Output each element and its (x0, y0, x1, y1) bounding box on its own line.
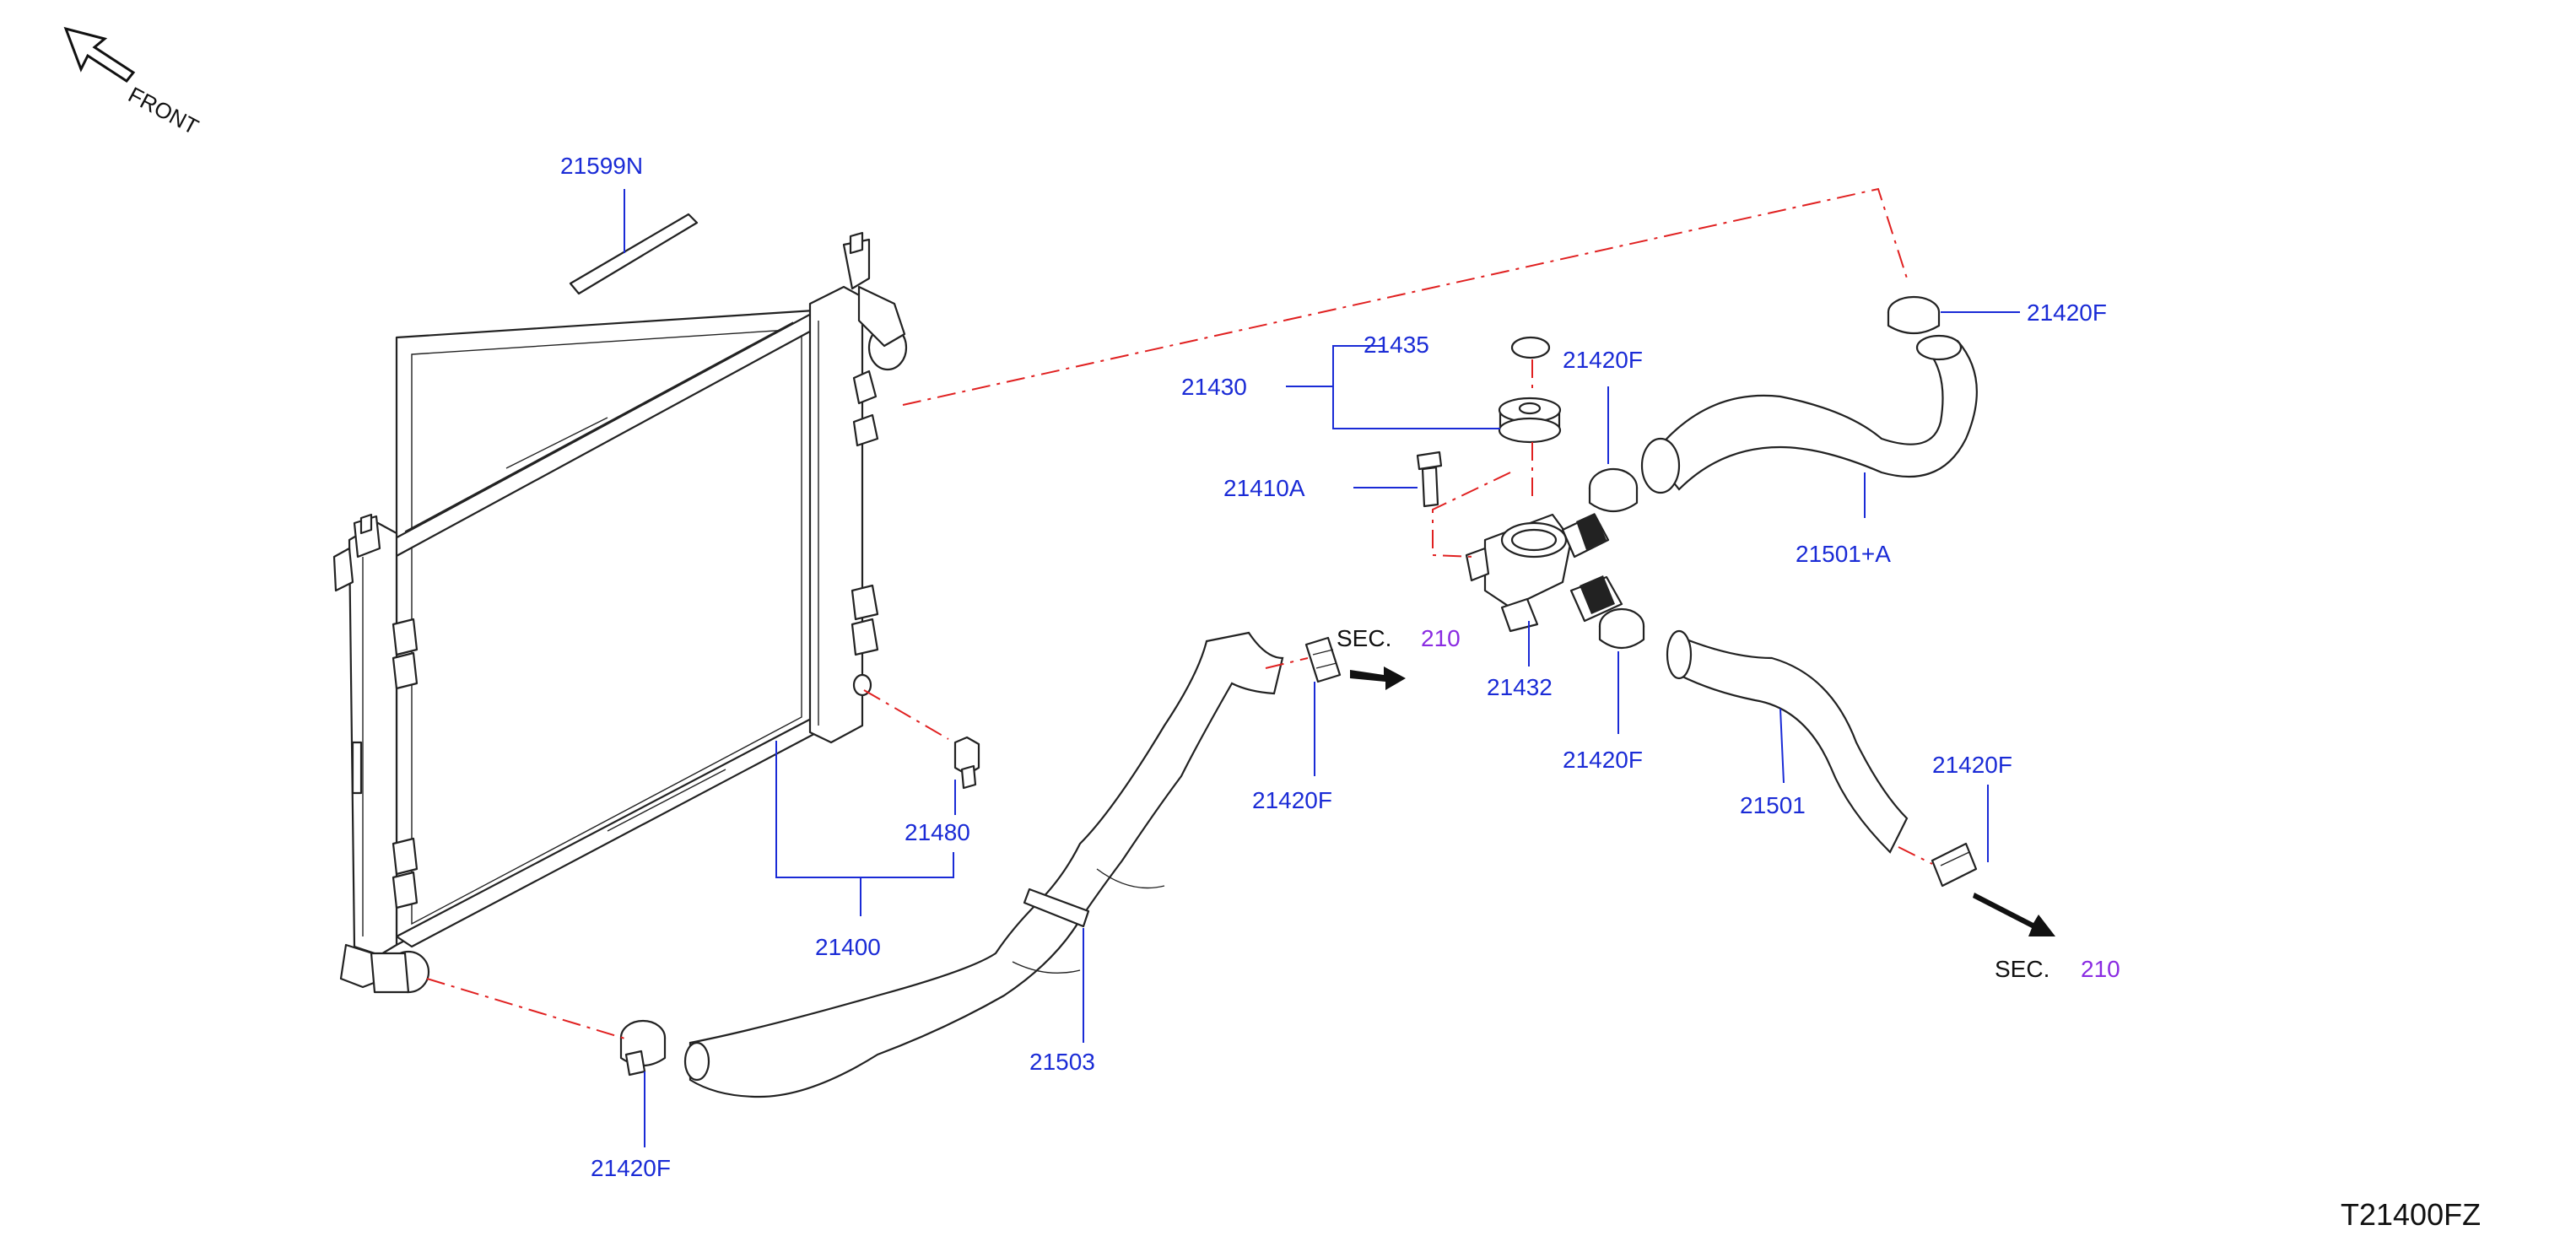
radiator-cap-21430 (1498, 397, 1562, 444)
front-arrow-icon (63, 26, 136, 84)
label-21501A: 21501+A (1796, 541, 1891, 567)
sec-prefix-upper: SEC. (1337, 625, 1391, 651)
sec-arrow-icon-upper (1350, 666, 1406, 690)
label-21400: 21400 (815, 934, 881, 960)
cap-seal-21435 (1510, 336, 1551, 359)
upper-hose-21501A (1650, 339, 1978, 491)
label-21480: 21480 (905, 819, 970, 845)
sec-prefix-lower: SEC. (1995, 956, 2049, 982)
sec-number-lower[interactable]: 210 (2081, 956, 2120, 982)
label-21420F-lower-mid: 21420F (1563, 747, 1643, 773)
hose-clamp-21420F-bottom (619, 1019, 667, 1077)
label-21432: 21432 (1487, 674, 1553, 700)
label-plate-21599N (569, 213, 699, 295)
sec-reference-upper[interactable]: SEC. 210 (1337, 625, 1461, 651)
label-21599N: 21599N (560, 153, 643, 179)
radiator-assembly (332, 231, 908, 994)
front-label: FRONT (124, 82, 203, 140)
alignment-lines (426, 187, 1933, 1040)
hose-connector-21432 (1576, 513, 1615, 614)
upper-hose-end (1640, 437, 1681, 494)
label-21420F-top-right: 21420F (2027, 300, 2107, 326)
diagram-code: T21400FZ (2341, 1197, 2481, 1232)
hose-clamp-21503 (1023, 888, 1090, 928)
sec-arrow-icon-lower (1973, 893, 2055, 936)
label-21410A: 21410A (1223, 475, 1305, 501)
sec-reference-lower[interactable]: SEC. 210 (1995, 956, 2120, 982)
hose-clamp-21420F-top-right (1887, 295, 1941, 334)
hose-clamp-21420F-center (1304, 636, 1342, 683)
hose-clamp-21420F-upper-mid (1588, 467, 1639, 512)
leader-lines (624, 189, 2020, 1147)
label-21420F-upper-mid: 21420F (1563, 347, 1643, 373)
label-21430: 21430 (1181, 374, 1247, 400)
label-21435: 21435 (1364, 332, 1429, 358)
label-21420F-bottom: 21420F (591, 1155, 671, 1181)
label-21420F-right: 21420F (1932, 752, 2012, 778)
sec-number-upper[interactable]: 210 (1421, 625, 1461, 651)
lower-hose-21503 (689, 631, 1284, 1098)
label-21420F-center: 21420F (1252, 787, 1332, 813)
hose-clamp-21420F-lower-mid (1598, 607, 1645, 650)
hose-clamp-21420F-right (1931, 842, 1978, 888)
label-21503: 21503 (1029, 1049, 1095, 1075)
bolt-21410A (1416, 451, 1443, 508)
lower-hose-21501 (1672, 633, 1909, 854)
drain-plug-21480 (953, 736, 980, 790)
label-21501: 21501 (1740, 792, 1806, 818)
